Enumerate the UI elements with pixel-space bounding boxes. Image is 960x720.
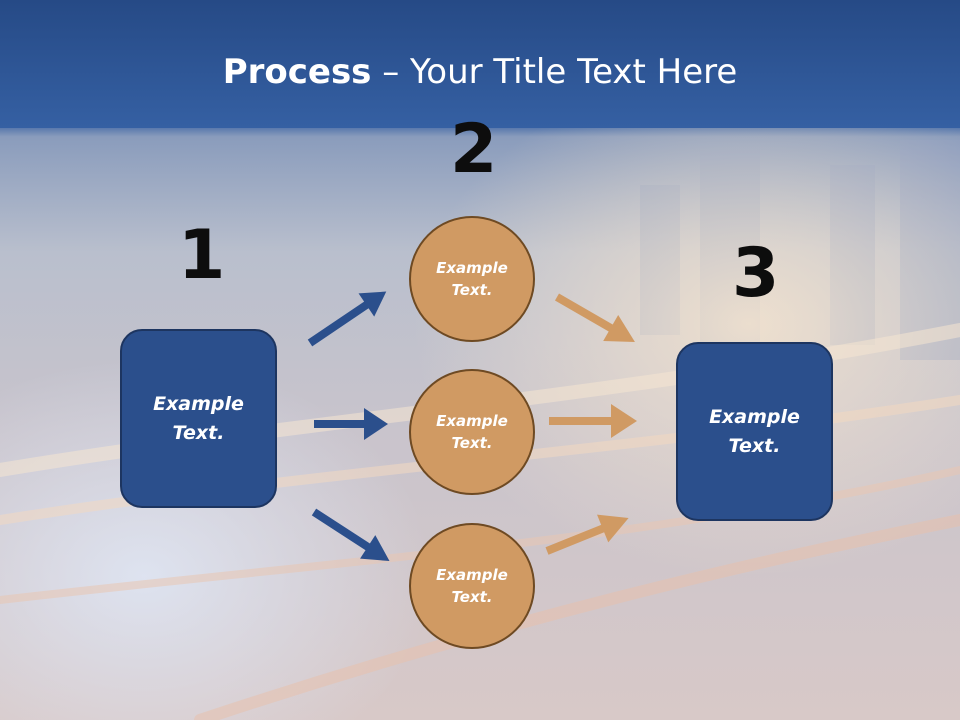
arrow-orange-up <box>545 514 629 555</box>
arrow-blue-right <box>314 408 388 440</box>
circle-middle-text: Example Text. <box>436 411 508 453</box>
circle-top-text: Example Text. <box>436 258 508 300</box>
arrow-orange-right <box>549 404 637 438</box>
circle-bottom-text: Example Text. <box>436 565 508 607</box>
circle-bottom: Example Text. <box>409 523 535 649</box>
circle-middle: Example Text. <box>409 369 535 495</box>
right-box: Example Text. <box>676 342 833 521</box>
arrow-blue-down <box>311 508 390 562</box>
arrow-orange-down <box>555 293 635 342</box>
step-number-3: 3 <box>732 234 780 313</box>
slide-title: Process – Your Title Text Here <box>0 52 960 92</box>
left-box: Example Text. <box>120 329 277 508</box>
step-number-1: 1 <box>178 216 226 295</box>
left-box-text: Example Text. <box>153 393 244 444</box>
step-number-2: 2 <box>450 110 498 189</box>
circle-top: Example Text. <box>409 216 535 342</box>
title-rest: – Your Title Text Here <box>371 52 738 92</box>
arrow-blue-up <box>307 291 387 347</box>
right-box-text: Example Text. <box>709 406 800 457</box>
title-bold: Process <box>222 52 372 92</box>
